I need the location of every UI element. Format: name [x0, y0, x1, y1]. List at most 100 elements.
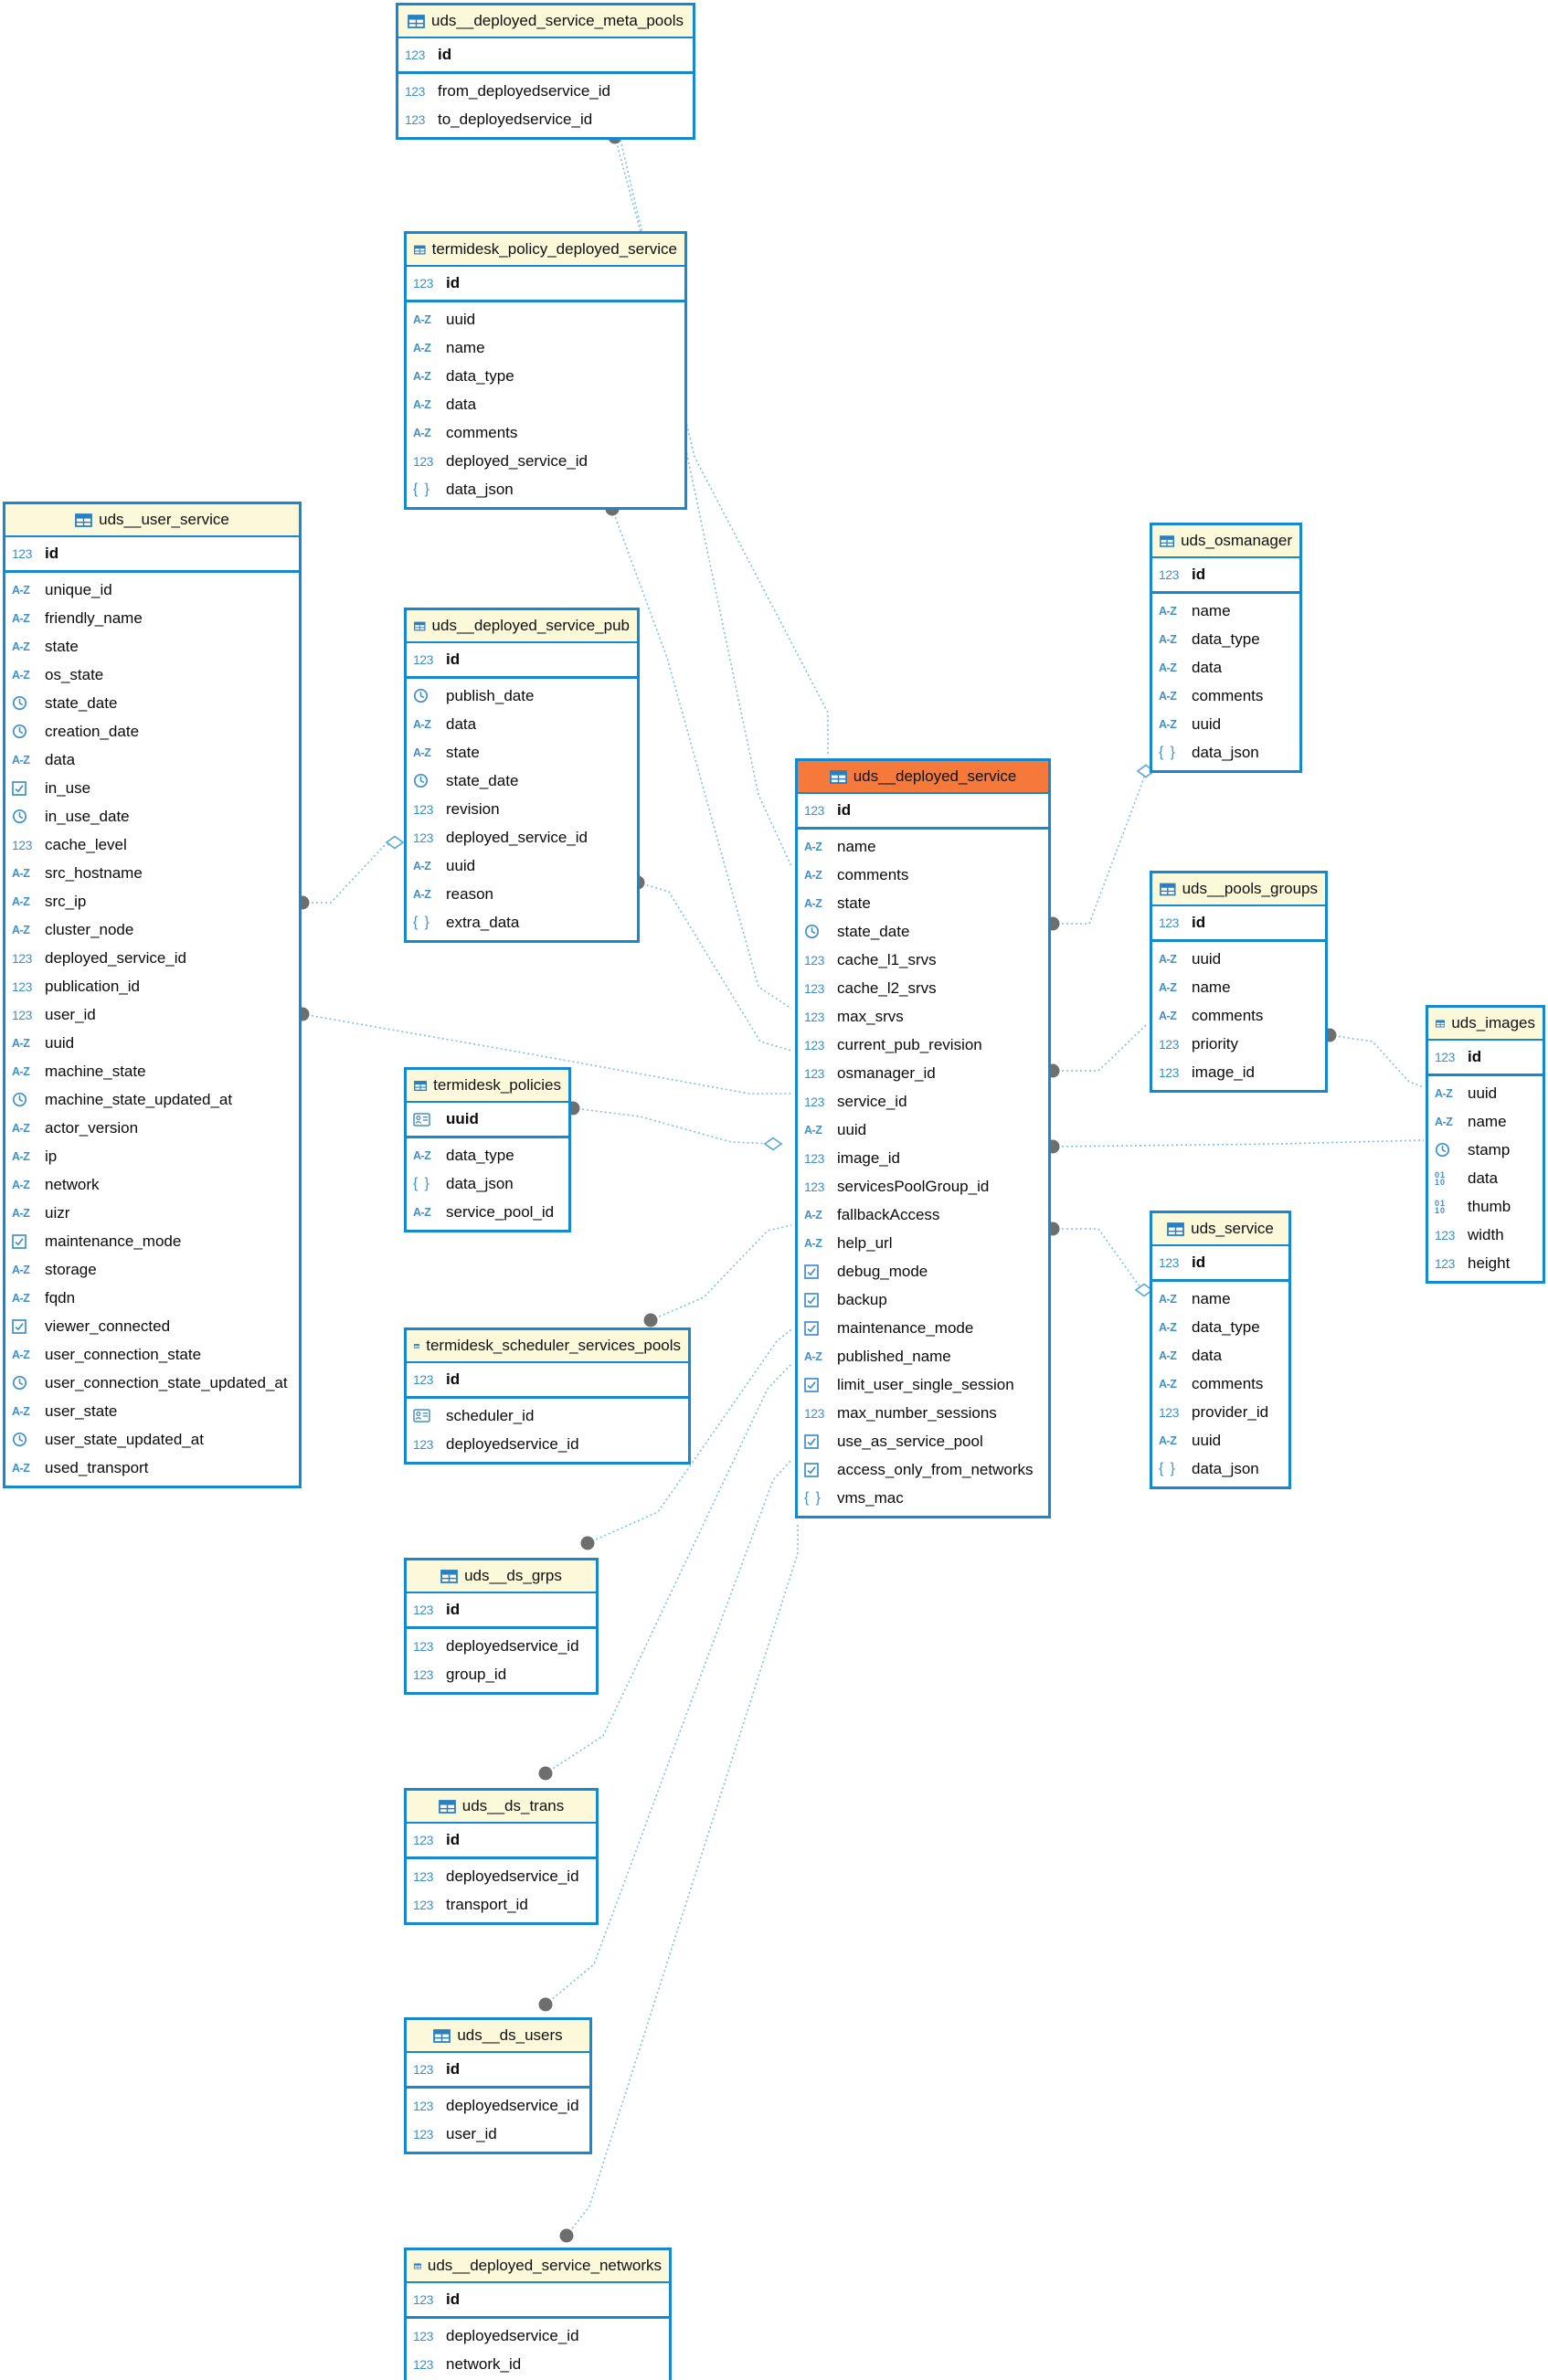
table-header[interactable]: uds__pools_groups	[1152, 873, 1325, 906]
column-row-uuid[interactable]: uuid	[407, 1105, 568, 1134]
column-row-user_connection_state_updated_at[interactable]: user_connection_state_updated_at	[5, 1369, 299, 1397]
table-header[interactable]: uds_service	[1152, 1213, 1288, 1246]
column-row-machine_state_updated_at[interactable]: machine_state_updated_at	[5, 1085, 299, 1114]
column-row-access_only_from_networks[interactable]: access_only_from_networks	[798, 1455, 1048, 1484]
table-header[interactable]: uds__deployed_service	[798, 761, 1048, 794]
table-header[interactable]: uds_images	[1428, 1008, 1543, 1041]
column-row-state_date[interactable]: state_date	[5, 689, 299, 717]
column-row-maintenance_mode[interactable]: maintenance_mode	[5, 1227, 299, 1255]
column-row-state_date[interactable]: state_date	[407, 767, 637, 795]
table-header[interactable]: termidesk_policies	[407, 1070, 568, 1103]
column-row-viewer_connected[interactable]: viewer_connected	[5, 1312, 299, 1340]
column-row-maintenance_mode[interactable]: maintenance_mode	[798, 1314, 1048, 1342]
table-header[interactable]: uds__user_service	[5, 504, 299, 537]
column-row-data_json[interactable]: { }data_json	[407, 1169, 568, 1198]
table-header[interactable]: uds__ds_users	[407, 2020, 589, 2053]
column-row-use_as_service_pool[interactable]: use_as_service_pool	[798, 1427, 1048, 1455]
column-row-extra_data[interactable]: { }extra_data	[407, 908, 637, 936]
column-row-backup[interactable]: backup	[798, 1285, 1048, 1314]
table-header[interactable]: uds__deployed_service_networks	[407, 2250, 669, 2283]
column-row-creation_date[interactable]: creation_date	[5, 717, 299, 746]
column-row-data_json[interactable]: { }data_json	[1152, 738, 1299, 767]
table-header[interactable]: uds_osmanager	[1152, 525, 1299, 558]
column-row-scheduler_id[interactable]: scheduler_id	[407, 1402, 688, 1430]
table-header[interactable]: uds__deployed_service_pub	[407, 610, 637, 643]
